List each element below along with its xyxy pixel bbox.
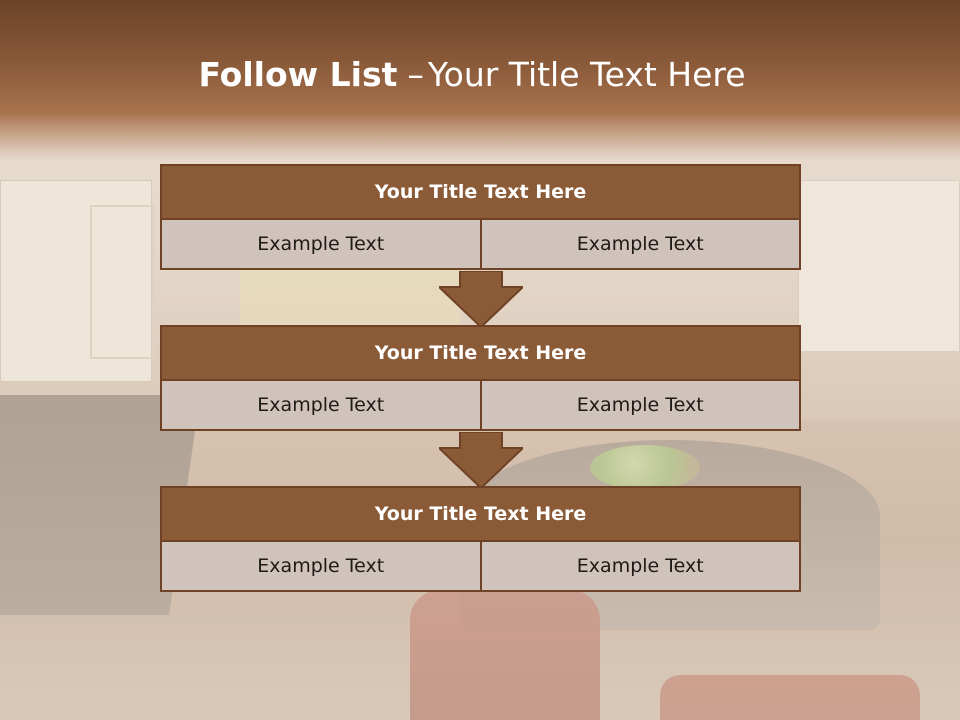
fruit-bowl — [590, 445, 700, 490]
down-arrow-icon — [439, 432, 523, 488]
slide-title[interactable]: Follow List–Your Title Text Here — [0, 55, 944, 94]
flow-block-row: Example Text Example Text — [160, 381, 801, 431]
flow-cell-right[interactable]: Example Text — [481, 542, 801, 592]
flow-block-title[interactable]: Your Title Text Here — [160, 164, 801, 220]
bar-stool — [410, 590, 600, 720]
flow-cell-left[interactable]: Example Text — [160, 542, 482, 592]
flow-cell-left[interactable]: Example Text — [160, 381, 482, 431]
flow-block-row: Example Text Example Text — [160, 542, 801, 592]
down-arrow-icon — [439, 271, 523, 327]
flow-block-3[interactable]: Your Title Text Here Example Text Exampl… — [160, 486, 801, 592]
title-band — [0, 0, 960, 160]
flow-cell-right[interactable]: Example Text — [481, 381, 801, 431]
right-cabinet — [798, 180, 960, 352]
title-rest-part: Your Title Text Here — [427, 55, 746, 94]
flow-block-2[interactable]: Your Title Text Here Example Text Exampl… — [160, 325, 801, 431]
flow-cell-left[interactable]: Example Text — [160, 220, 482, 270]
title-bold-part: Follow List — [198, 55, 398, 94]
left-cabinet-door — [90, 205, 154, 359]
flow-cell-right[interactable]: Example Text — [481, 220, 801, 270]
flow-block-1[interactable]: Your Title Text Here Example Text Exampl… — [160, 164, 801, 270]
flow-block-title[interactable]: Your Title Text Here — [160, 325, 801, 381]
flow-block-title[interactable]: Your Title Text Here — [160, 486, 801, 542]
left-cabinet — [0, 180, 152, 382]
bar-stool — [660, 675, 920, 720]
title-dash: – — [407, 55, 424, 94]
flow-block-row: Example Text Example Text — [160, 220, 801, 270]
